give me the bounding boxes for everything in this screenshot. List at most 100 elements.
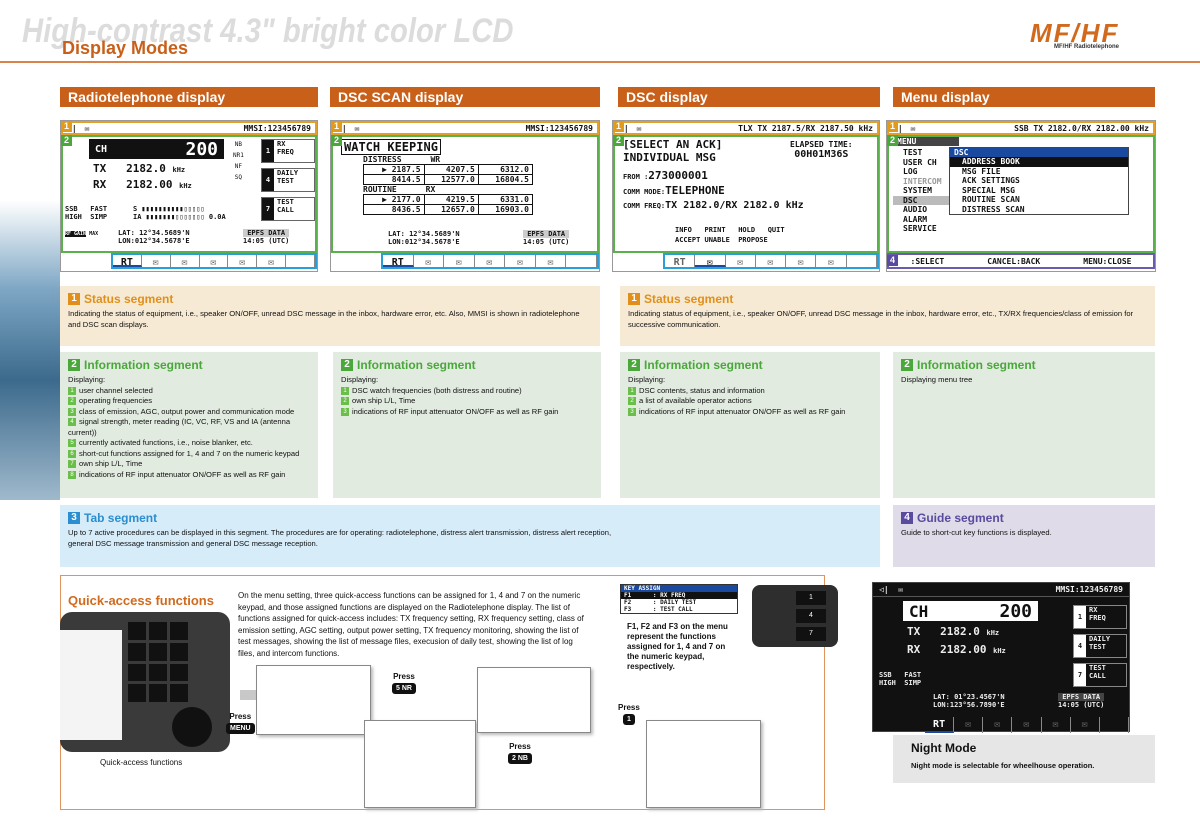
frequency-cell: 6312.0 [477, 164, 534, 175]
tab-mail-icon[interactable]: ✉ [200, 255, 229, 268]
night-mode-box: Night Mode Night mode is selectable for … [893, 735, 1155, 783]
key-assign-title: KEY ASSIGN [621, 585, 737, 592]
tab-rt[interactable]: RT [925, 717, 955, 733]
key-assign-f2[interactable]: F2 : DAILY TEST [624, 599, 697, 606]
tab-mail-icon[interactable]: ✉ [171, 255, 200, 268]
key-assign-f3[interactable]: F3 : TEST CALL [624, 606, 693, 613]
item-number-badge: 3 [68, 407, 76, 416]
menu-screen-step-4 [646, 720, 761, 808]
tab-send-icon[interactable]: ✉ [257, 255, 287, 268]
key-4[interactable]: 4 [796, 609, 826, 623]
tab-rt[interactable]: RT [383, 255, 414, 268]
channel-number: 200 [185, 138, 218, 160]
submenu-item[interactable]: ACK SETTINGS [962, 176, 1020, 185]
signal-meter: S ▮▮▮▮▮▮▮▮▮▮▯▯▯▯▯IA ▮▮▮▮▮▮▮▯▯▯▯▯▯▯ 0.0A [133, 205, 226, 221]
tab-rt[interactable]: RT [113, 255, 142, 268]
frequency-cell: 8436.5 [363, 204, 425, 215]
elapsed-time: ELAPSED TIME:00H01M36S [790, 140, 853, 160]
section-menu: Menu display [893, 87, 1155, 107]
tab-send-icon[interactable]: ✉ [228, 255, 258, 268]
menu-item[interactable]: INTERCOM [903, 176, 942, 186]
page-title: Display Modes [62, 38, 189, 58]
tab-segment: RT✉✉✉✉✉ [111, 253, 317, 269]
tab-mail-icon[interactable]: ✉ [142, 255, 171, 268]
menu-item[interactable]: AUDIO [903, 205, 928, 214]
menu-item[interactable]: ALARM [903, 214, 928, 224]
item-number-badge: 4 [68, 418, 76, 426]
mmsi: MMSI:123456789 [243, 123, 311, 133]
push-to-enter-knob[interactable] [172, 707, 212, 747]
submenu-item[interactable]: ADDRESS BOOK [950, 157, 1128, 167]
item-number-badge: 1 [628, 386, 636, 395]
submenu-item[interactable]: SPECIAL MSG [962, 185, 1015, 195]
flow-arrow [240, 690, 260, 700]
keypad [128, 622, 188, 702]
menu-screen-step-2 [364, 720, 476, 808]
submenu-item[interactable]: DISTRESS SCAN [962, 204, 1025, 214]
logo-main: MF/HF [1030, 18, 1120, 48]
dsc-details: FROM :273000001 COMM MODE:TELEPHONE COMM… [623, 169, 804, 211]
key-assign-f1[interactable]: F1 : RX FREQ [621, 592, 737, 599]
radio-panel-photo [60, 612, 230, 752]
key-7[interactable]: 7 [796, 627, 826, 641]
status-frequency: SSB TX 2182.0/RX 2182.00 kHz [1014, 123, 1149, 133]
ch-label: CH [95, 143, 108, 155]
mail-icon: ✉ [354, 123, 360, 133]
key-1[interactable]: 1 [796, 591, 826, 605]
menu-title: MENU [893, 137, 959, 146]
menu-item[interactable]: SYSTEM [903, 186, 932, 195]
mail-icon: ✉ [636, 123, 642, 133]
menu-item[interactable]: USER CH [903, 157, 937, 167]
item-number-badge: 1 [341, 386, 349, 395]
quick-access-caption: Quick-access functions [100, 758, 183, 767]
key-assign-menu: KEY ASSIGN F1 : RX FREQ F2 : DAILY TEST … [620, 584, 738, 614]
guide-close: MENU:CLOSE [1083, 256, 1132, 266]
night-mode-title: Night Mode [911, 741, 977, 755]
status-segment: ◁|✉MMSI:123456789 [61, 121, 317, 135]
submenu-item[interactable]: MSG FILE [962, 166, 1001, 176]
mail-icon: ✉ [898, 585, 904, 594]
menu-item[interactable]: LOG [903, 167, 918, 176]
item-number-badge: 8 [68, 470, 76, 479]
tab-rt[interactable]: RT [665, 255, 696, 268]
menu-item[interactable]: DSC [893, 195, 959, 205]
menu-item[interactable]: TEST [903, 148, 923, 157]
nb-indicator: NB [234, 141, 243, 148]
menu-item[interactable]: SERVICE [903, 224, 937, 233]
sq-indicator: SQ [234, 174, 243, 181]
item-number-badge: 3 [341, 407, 349, 416]
speaker-icon: ◁| [879, 585, 889, 594]
menu-lcd: ◁|✉SSB TX 2182.0/RX 2182.00 kHz MENU TES… [886, 120, 1156, 272]
quick-access-text: On the menu setting, three quick-access … [238, 591, 584, 658]
submenu-item[interactable]: ROUTINE SCAN [962, 195, 1020, 204]
